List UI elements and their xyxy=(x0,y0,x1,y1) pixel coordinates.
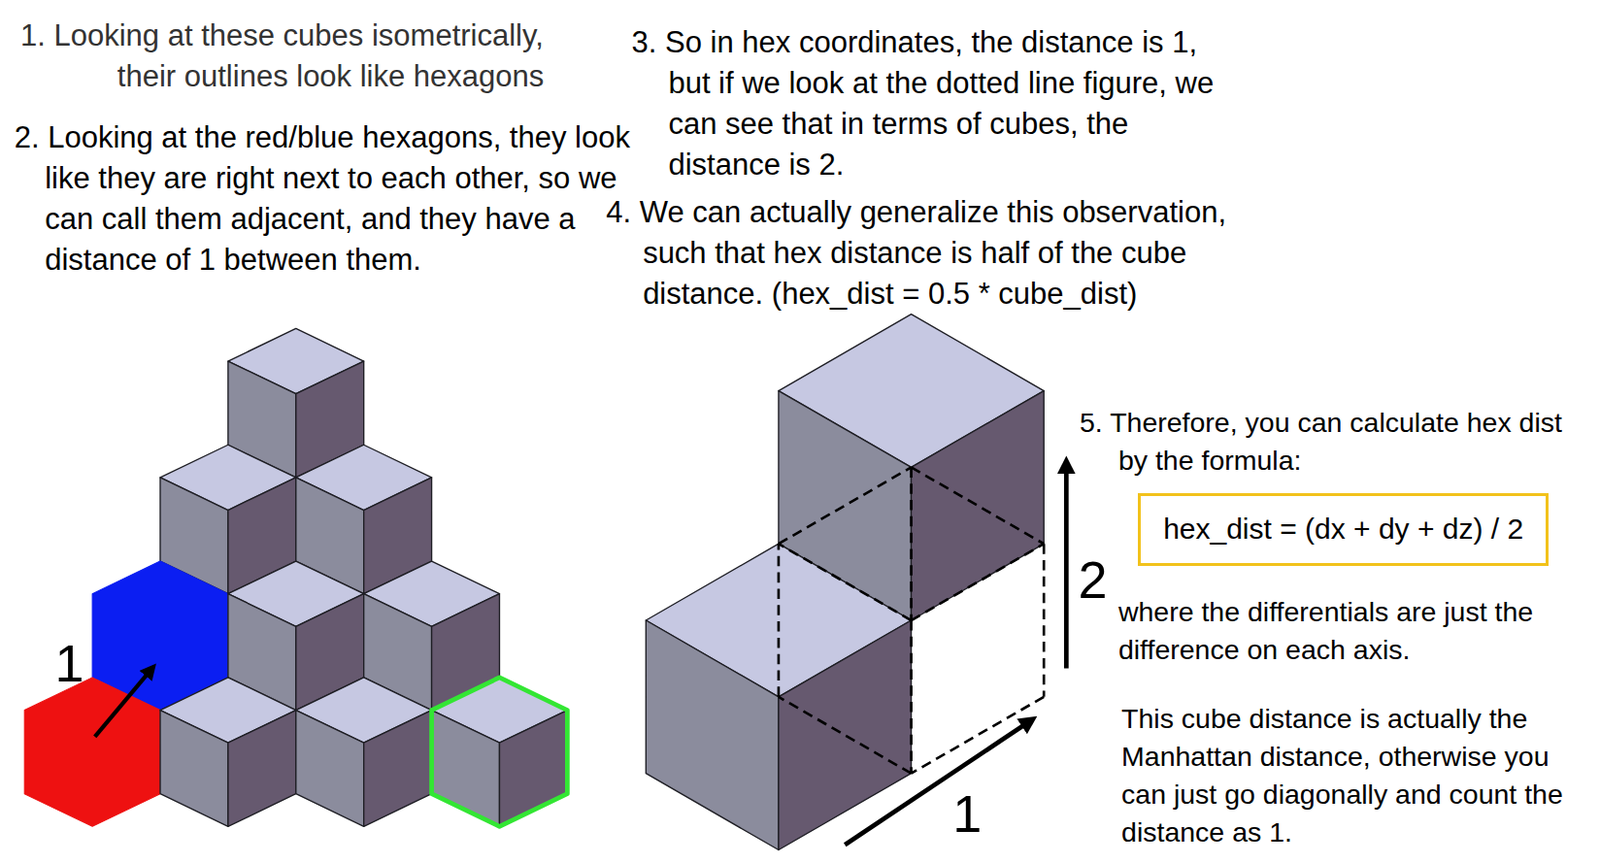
step-text: 2. Looking at the red/blue hexagons, the… xyxy=(14,117,635,281)
cube-right-face xyxy=(228,710,297,828)
step-text: 4. We can actually generalize this obser… xyxy=(605,192,1247,315)
adjacency-arrow xyxy=(95,666,154,736)
cube-right-face xyxy=(911,391,1045,621)
formula-box: hex_dist = (dx + dy + dz) / 2 xyxy=(1137,493,1550,567)
cube-drawing xyxy=(24,314,1067,851)
distance-number: 2 xyxy=(1078,553,1108,606)
dashed-cube-edge xyxy=(911,697,1045,774)
dashed-cube-edge xyxy=(778,697,912,774)
note-text: where the differentials are just the dif… xyxy=(1118,593,1564,669)
dashed-cube-edge xyxy=(911,543,1045,621)
note-text: This cube distance is actually the Manha… xyxy=(1121,700,1577,852)
distance-number: 1 xyxy=(952,787,982,840)
step-text: 5. Therefore, you can calculate hex dist… xyxy=(1079,403,1584,480)
cube-left-face xyxy=(296,710,365,828)
cube-right-face xyxy=(364,710,433,828)
vertical-distance-arrow xyxy=(1064,461,1069,668)
red-hexagon xyxy=(24,677,161,827)
dashed-cube-edge xyxy=(909,620,913,774)
dashed-cube-edge xyxy=(778,466,912,544)
step-text: 1. Looking at these cubes isometrically,… xyxy=(20,15,572,98)
green-hexagon-outline xyxy=(432,677,568,827)
step-text: 3. So in hex coordinates, the distance i… xyxy=(632,22,1220,186)
dashed-cube-edge xyxy=(909,466,913,621)
diagonal-distance-arrow xyxy=(844,719,1033,845)
dashed-cube-edge xyxy=(777,543,781,698)
dashed-cube-edge xyxy=(911,466,1045,544)
formula-text: hex_dist = (dx + dy + dz) / 2 xyxy=(1163,511,1524,547)
distance-number: 1 xyxy=(54,636,84,690)
cube-left-face xyxy=(645,620,779,850)
cube-left-face xyxy=(160,710,229,828)
dashed-cube-edge xyxy=(1042,543,1046,698)
dashed-cube-edge xyxy=(778,543,912,621)
